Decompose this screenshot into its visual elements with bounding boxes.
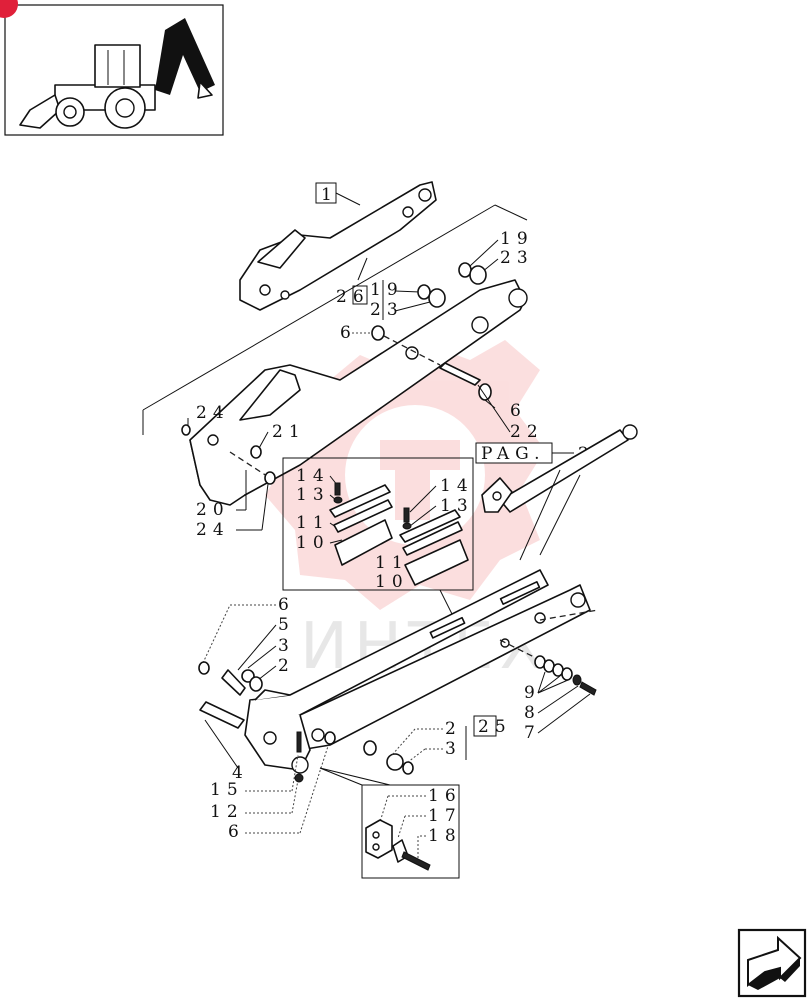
callout-10a: 10 <box>296 533 330 553</box>
arrow-next-icon[interactable] <box>737 928 807 998</box>
callout-4: 4 <box>232 763 249 783</box>
callout-23a: 23 <box>500 248 534 268</box>
callout-24a: 24 <box>196 403 230 423</box>
page-reference: PAG. 2 <box>475 442 589 464</box>
callout-18: 18 <box>428 826 462 846</box>
boom-assembly-upper <box>239 181 437 311</box>
callout-7: 7 <box>524 723 541 743</box>
callout-26: 26 <box>336 287 370 307</box>
backhoe-loader-icon <box>19 18 215 129</box>
callout-14b: 14 <box>440 476 474 496</box>
callout-22: 22 <box>510 422 544 442</box>
callout-11a: 11 <box>296 513 330 533</box>
section-badge <box>0 0 18 18</box>
callout-10b: 10 <box>375 572 409 592</box>
callout-8: 8 <box>524 703 541 723</box>
callout-16: 16 <box>428 786 462 806</box>
thumbnail-panel <box>0 0 224 136</box>
callout-19a: 19 <box>500 229 534 249</box>
callout-2a: 2 <box>278 656 295 676</box>
callout-3b: 3 <box>445 739 462 759</box>
callout-24b: 24 <box>196 520 230 540</box>
callout-13a: 13 <box>296 485 330 505</box>
callout-2b: 2 <box>445 719 462 739</box>
hydraulic-cylinder <box>481 424 638 561</box>
callout-25: 25 <box>478 717 512 737</box>
boom-main <box>189 279 528 506</box>
callout-6a: 6 <box>340 323 357 343</box>
callout-9: 9 <box>524 683 541 703</box>
callout-15: 15 <box>210 780 244 800</box>
washer-stack <box>534 655 597 696</box>
callout-5: 5 <box>278 615 295 635</box>
callout-19b: 19 <box>370 280 404 300</box>
callout-6c: 6 <box>278 595 295 615</box>
callout-13b: 13 <box>440 496 474 516</box>
callout-6b: 6 <box>510 401 527 421</box>
wear-pad-inset: 14 13 11 10 14 13 11 10 <box>282 457 474 621</box>
pin-retainer-inset: 16 17 18 <box>319 767 462 879</box>
pag-label: PAG. <box>481 444 546 464</box>
callout-1: 1 <box>315 182 361 206</box>
callout-14a: 14 <box>296 466 330 486</box>
callout-3a: 3 <box>278 636 295 656</box>
dipper-arm <box>244 569 591 774</box>
callout-11b: 11 <box>375 553 409 573</box>
callout-23b: 23 <box>370 300 404 320</box>
callout-1-label: 1 <box>321 185 338 205</box>
callout-12: 12 <box>210 802 244 822</box>
callout-21: 21 <box>272 422 306 442</box>
callout-20: 20 <box>196 500 230 520</box>
callout-17: 17 <box>428 806 462 826</box>
callout-6d: 6 <box>228 822 245 842</box>
